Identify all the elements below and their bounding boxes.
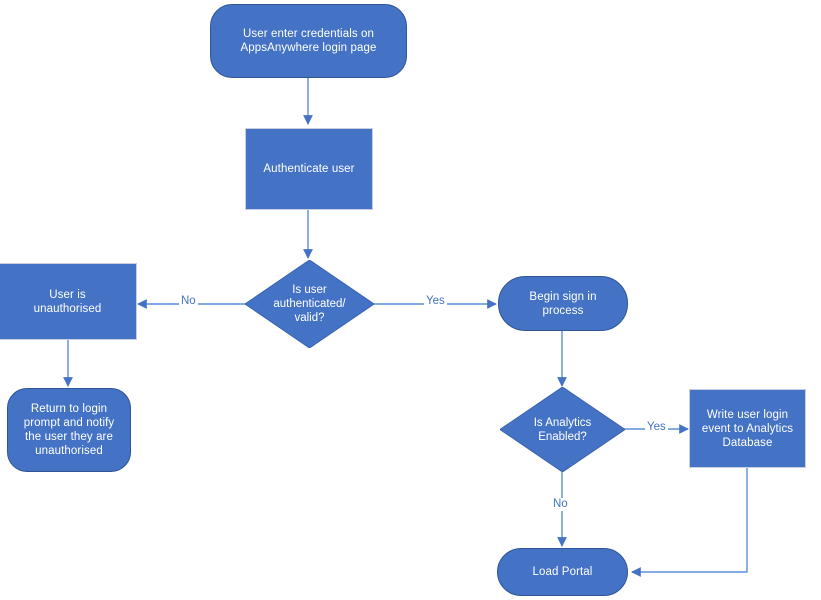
node-authenticate-user[interactable]: Authenticate user (245, 128, 373, 210)
edge-write-analytics-to-load-portal (631, 468, 748, 577)
edge-label-analytics-yes: Yes (645, 421, 668, 434)
node-label: Load Portal (532, 566, 593, 578)
node-write-analytics-event[interactable]: Write user login event to Analytics Data… (689, 389, 806, 468)
edge-label-auth-no: No (179, 295, 198, 308)
node-is-user-authenticated[interactable]: Is user authenticated/ valid? (245, 260, 374, 348)
edge-label-auth-yes: Yes (424, 295, 447, 308)
node-label: Begin sign in process (529, 290, 597, 317)
node-user-enter-credentials[interactable]: User enter credentials on AppsAnywhere l… (210, 4, 407, 78)
node-label: Authenticate user (263, 163, 355, 175)
node-label: User is unauthorised (33, 288, 102, 315)
node-label: Is user authenticated/ valid? (273, 284, 346, 324)
node-load-portal[interactable]: Load Portal (497, 548, 628, 596)
diamond-shape (500, 387, 625, 472)
diamond-shape (245, 260, 374, 348)
node-user-is-unauthorised[interactable]: User is unauthorised (0, 263, 137, 340)
node-label: Is Analytics Enabled? (533, 416, 592, 443)
node-return-to-login-prompt[interactable]: Return to login prompt and notify the us… (7, 388, 131, 472)
node-label: User enter credentials on AppsAnywhere l… (240, 28, 377, 54)
node-begin-sign-in-process[interactable]: Begin sign in process (498, 276, 628, 331)
node-is-analytics-enabled[interactable]: Is Analytics Enabled? (500, 387, 625, 472)
node-label: Return to login prompt and notify the us… (23, 403, 115, 457)
node-label: Write user login event to Analytics Data… (701, 408, 794, 449)
edge-label-analytics-no: No (551, 498, 570, 511)
